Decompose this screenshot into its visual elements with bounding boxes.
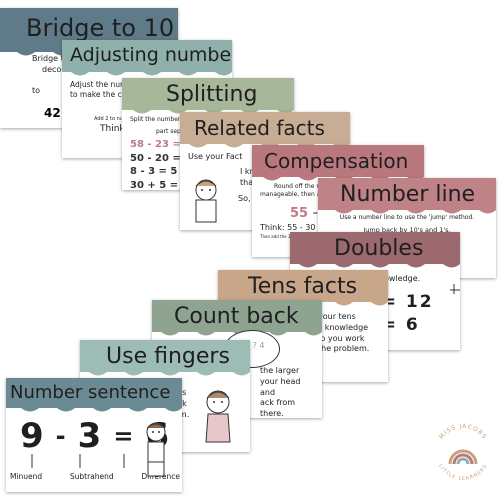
equation: 8 - 3 = 5 <box>130 166 178 178</box>
card-header: Compensation <box>252 145 424 181</box>
text-line: Round off the num <box>274 183 330 190</box>
minuend-label: Minuend <box>10 472 43 481</box>
card-title: Related facts <box>194 116 325 140</box>
equation: 50 - 20 = 3 <box>130 152 192 164</box>
equals-sign: = <box>113 422 136 450</box>
card-title: Splitting <box>166 82 258 107</box>
child-pointing-illustration-icon <box>146 422 166 477</box>
card-title: Doubles <box>334 236 424 261</box>
text-line: Use a number line to use the 'jump' meth… <box>339 214 475 221</box>
card-header: Count back <box>152 300 322 336</box>
text-line: your tens <box>318 312 356 321</box>
arrow-lines-icon <box>31 454 125 468</box>
child-illustration-icon <box>195 179 217 223</box>
card-header: Adjusting numbers <box>62 40 232 76</box>
text-line: lp you work <box>318 333 365 343</box>
card-header: Splitting <box>122 78 294 114</box>
card-title: Bridge to 10 <box>26 14 175 42</box>
text-line: Then add the 1 back <box>260 233 302 239</box>
text-line: the problem. <box>318 344 370 354</box>
text-line: your head and <box>260 376 301 397</box>
minus-sign: - <box>55 422 68 450</box>
card-title: Use fingers <box>106 344 230 369</box>
text-line: Jump back by 10's and 1's. <box>363 226 451 235</box>
card-body: your tens s knowledge lp you work the pr… <box>318 312 382 355</box>
text-line: part separ <box>156 128 187 136</box>
card-title: Tens facts <box>248 274 358 299</box>
subtrahend-label: Subtrahend <box>69 472 114 481</box>
text-line: I kno <box>240 166 260 176</box>
card-body: the larger your head and ack from there. <box>260 366 316 418</box>
text-line: Bridge t <box>32 54 64 63</box>
logo-top-text: MISS JACOBS <box>438 423 488 441</box>
card-header: Number line <box>318 178 496 214</box>
text-line: manageable, then add <box>260 191 329 199</box>
child-fingers-illustration-icon <box>205 390 231 443</box>
card-body: Use your Fact I kno that So, <box>188 152 344 205</box>
card-body: Split the number part separ 58 - 23 = ? … <box>130 116 288 190</box>
card-title: Number line <box>340 182 476 207</box>
subtrahend-number: 3 <box>77 416 104 456</box>
number-line-arrow-icon <box>450 284 460 294</box>
card-header: Tens facts <box>218 270 388 306</box>
text-line: the larger <box>260 366 300 375</box>
rainbow-logo-icon: MISS JACOBS LITTLE LEARNERS <box>437 423 489 482</box>
text-line: Think <box>100 124 125 134</box>
text-line: to make the c <box>70 90 122 100</box>
brand-logo: MISS JACOBS LITTLE LEARNERS <box>430 420 496 486</box>
minuend-number: 9 <box>20 416 46 456</box>
card-title: Adjusting numbers <box>70 44 232 66</box>
card-header: Use fingers <box>80 340 250 376</box>
text-line: deco <box>42 64 62 74</box>
text-line: cts knowledge. <box>360 274 421 283</box>
text-line: that <box>240 177 257 187</box>
card-title: Number sentence <box>10 382 171 403</box>
equation: Think: 55 - 30 <box>260 222 316 232</box>
equation: 30 + 5 = 35 <box>130 179 196 190</box>
card-body: Use a number line to use the 'jump' meth… <box>318 214 496 235</box>
bubble-text: 7 - ? 4 <box>239 341 265 350</box>
text-line: Split the number <box>130 116 181 123</box>
card-title: Compensation <box>264 149 409 173</box>
text-line: Add 2 to num <box>94 116 128 123</box>
text-line: ack from there. <box>260 398 296 418</box>
card-number-sentence: Number sentence 9 - 3 = 6 Minuend Subtra… <box>6 378 182 492</box>
text-line: Adjust the num <box>70 80 128 89</box>
logo-bottom-text: LITTLE LEARNERS <box>437 463 489 482</box>
text-line: So, <box>238 194 251 204</box>
number-42: 42 <box>44 106 61 120</box>
text-line: to <box>32 85 41 95</box>
equation: 58 - 23 = ? <box>130 139 191 151</box>
text-line: s knowledge <box>318 322 369 332</box>
card-title: Count back <box>174 304 299 329</box>
card-body: Bridge t deco to <box>32 54 172 96</box>
card-header: Bridge to 10 <box>0 8 178 56</box>
card-header: Number sentence <box>6 378 182 412</box>
card-header: Related facts <box>180 112 350 148</box>
card-body: Adjust the num to make the c Add 2 to nu… <box>70 80 226 135</box>
text-line: Use your Fact <box>188 152 243 161</box>
card-header: Doubles <box>290 232 460 268</box>
